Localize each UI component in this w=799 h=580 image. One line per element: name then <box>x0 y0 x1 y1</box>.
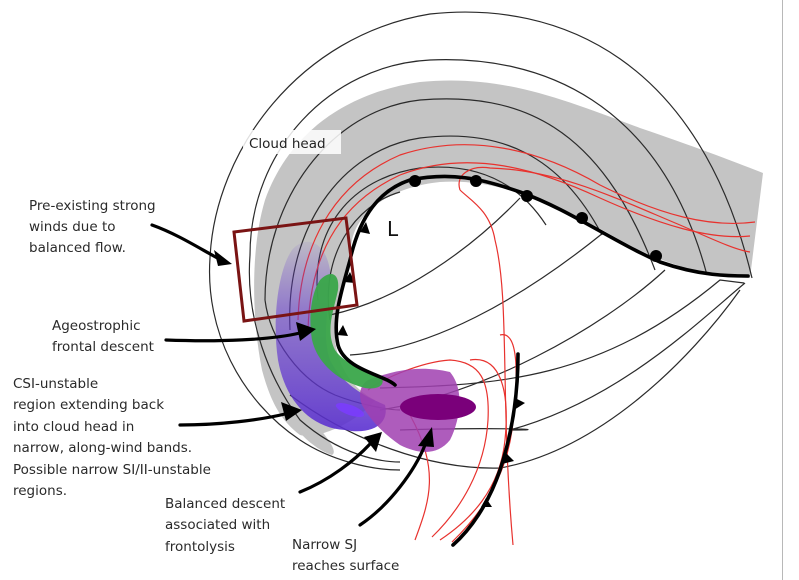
page-divider <box>782 0 783 580</box>
front-triangle <box>502 452 514 464</box>
svg-text:reaches surface: reaches surface <box>292 558 399 574</box>
front-semicircle <box>409 175 421 187</box>
svg-text:associated with: associated with <box>165 517 270 533</box>
svg-text:Ageostrophic: Ageostrophic <box>52 318 141 334</box>
front-semicircle <box>650 250 662 262</box>
cloud-head-text: Cloud head <box>249 136 326 152</box>
svg-text:Pre-existing strong: Pre-existing strong <box>29 198 156 214</box>
front-semicircle <box>521 190 533 202</box>
svg-text:region extending back: region extending back <box>13 397 164 413</box>
svg-text:into cloud head in: into cloud head in <box>13 419 134 435</box>
occluded-front <box>334 174 750 387</box>
svg-text:Possible narrow SI/II-unstable: Possible narrow SI/II-unstable <box>13 462 211 478</box>
svg-text:winds due to: winds due to <box>29 219 116 235</box>
front-triangle <box>337 325 348 336</box>
annotation-arrows <box>150 223 434 527</box>
narrow-sj-label: Narrow SJ reaches surface <box>292 537 399 574</box>
ageostrophic-label: Ageostrophic frontal descent <box>52 318 154 355</box>
low-pressure-label: L <box>387 217 399 241</box>
front-triangle <box>344 272 355 283</box>
csi-band-highlight <box>335 403 365 417</box>
sting-jet-core <box>400 394 476 420</box>
front-triangle <box>481 498 492 507</box>
cloud-head-region <box>254 80 763 436</box>
svg-text:Balanced descent: Balanced descent <box>165 496 285 512</box>
front-triangle <box>360 222 370 234</box>
svg-text:balanced flow.: balanced flow. <box>29 240 126 256</box>
analysis-box <box>232 216 359 323</box>
svg-text:frontal descent: frontal descent <box>52 339 154 355</box>
csi-label: CSI-unstable region extending back into … <box>13 376 211 499</box>
svg-text:Narrow SJ: Narrow SJ <box>292 537 357 553</box>
cold-front <box>451 352 525 547</box>
svg-text:narrow, along-wind bands.: narrow, along-wind bands. <box>13 440 192 456</box>
svg-text:frontolysis: frontolysis <box>165 539 235 555</box>
csi-unstable-region <box>275 241 386 432</box>
cloud-head-label: Cloud head <box>243 130 341 154</box>
front-semicircle <box>470 175 482 187</box>
isobars <box>208 11 753 471</box>
svg-text:CSI-unstable: CSI-unstable <box>13 376 98 392</box>
svg-text:regions.: regions. <box>13 483 67 499</box>
cloud-head-tail <box>272 380 334 455</box>
strong-winds-label: Pre-existing strong winds due to balance… <box>29 198 156 256</box>
balanced-descent-label: Balanced descent associated with frontol… <box>165 496 285 555</box>
front-semicircle <box>576 212 588 224</box>
front-triangle <box>514 398 525 410</box>
ageostrophic-descent-region <box>310 274 383 389</box>
